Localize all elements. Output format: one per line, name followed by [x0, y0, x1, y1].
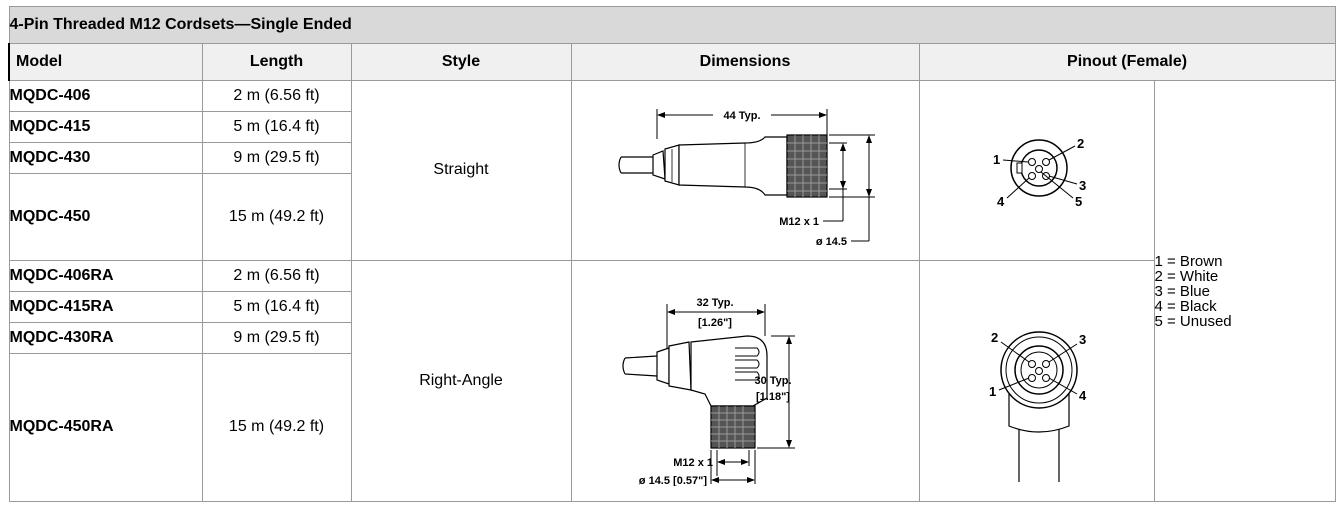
right-angle-pinout-face: 2 3 1 4 — [989, 330, 1087, 482]
wire-color-3: 3 = Blue — [1154, 282, 1210, 300]
ra-height-in-label: [1.18"] — [756, 391, 790, 403]
table-row: MQDC-406RA 2 m (6.56 ft) Right-Angle 32 … — [8, 259, 1335, 503]
header-dimensions: Dimensions — [570, 42, 920, 82]
table-row: MQDC-450 15 m (49.2 ft) — [8, 173, 1335, 261]
ra-pin-3-label: 3 — [1079, 332, 1086, 347]
right-angle-pinout-drawing: 2 3 1 4 — [918, 259, 1155, 503]
style-cell-straight: Straight — [350, 80, 572, 261]
straight-dimension-drawing: 44 Typ. — [570, 80, 920, 261]
style-cell-right-angle: Right-Angle — [350, 259, 572, 503]
length-cell: 2 m (6.56 ft) — [201, 259, 352, 292]
straight-pin-1-label: 1 — [993, 152, 1000, 167]
straight-pin-2-label: 2 — [1077, 136, 1084, 151]
straight-cordset-drawing: 44 Typ. — [618, 109, 875, 245]
header-pinout: Pinout (Female) — [918, 42, 1336, 82]
table-title: 4-Pin Threaded M12 Cordsets—Single Ended — [8, 6, 1336, 44]
model-cell: MQDC-415RA — [8, 290, 203, 323]
ra-pin-4-label: 4 — [1079, 388, 1087, 403]
length-cell: 5 m (16.4 ft) — [201, 290, 352, 323]
table-row: MQDC-415 5 m (16.4 ft) — [8, 111, 1335, 144]
table-row: MQDC-430RA 9 m (29.5 ft) — [8, 321, 1335, 354]
ra-thread-label: M12 x 1 — [673, 457, 713, 469]
straight-pin-3-label: 3 — [1079, 178, 1086, 193]
length-cell: 5 m (16.4 ft) — [201, 111, 352, 144]
table-row: MQDC-450RA 15 m (49.2 ft) — [8, 352, 1335, 503]
length-cell: 15 m (49.2 ft) — [201, 173, 352, 261]
straight-thread-label: M12 x 1 — [779, 216, 819, 228]
model-cell: MQDC-415 — [8, 111, 203, 144]
header-length: Length — [201, 42, 352, 82]
table-row: MQDC-430 9 m (29.5 ft) — [8, 142, 1335, 175]
table-row: MQDC-406 2 m (6.56 ft) Straight 44 Typ. — [8, 80, 1336, 502]
wire-color-2: 2 = White — [1154, 267, 1219, 285]
right-angle-dimension-drawing: 32 Typ. [1.26"] — [570, 259, 920, 503]
wire-color-1: 1 = Brown — [1154, 252, 1223, 270]
model-cell: MQDC-430 — [8, 142, 203, 175]
header-model: Model — [8, 42, 203, 82]
right-angle-cordset-drawing: 32 Typ. [1.26"] — [622, 297, 795, 486]
ra-height-label: 30 Typ. — [754, 375, 791, 387]
straight-pinout-drawing: 1 2 3 4 5 — [918, 80, 1155, 261]
straight-pin-4-label: 4 — [997, 194, 1005, 209]
length-cell: 2 m (6.56 ft) — [201, 80, 352, 113]
ra-length-in-label: [1.26"] — [698, 317, 732, 329]
ra-pin-2-label: 2 — [991, 330, 998, 345]
straight-pin-5-label: 5 — [1075, 194, 1082, 209]
model-cell: MQDC-430RA — [8, 321, 203, 354]
length-cell: 15 m (49.2 ft) — [201, 352, 352, 503]
wire-color-key: 1 = Brown 2 = White 3 = Blue 4 = Black 5… — [1153, 80, 1336, 502]
length-cell: 9 m (29.5 ft) — [201, 142, 352, 175]
ra-length-label: 32 Typ. — [696, 297, 733, 309]
model-cell: MQDC-450 — [8, 173, 203, 261]
table-row: MQDC-415RA 5 m (16.4 ft) — [8, 290, 1335, 323]
ra-pin-1-label: 1 — [989, 384, 996, 399]
wire-color-4: 4 = Black — [1154, 297, 1217, 315]
length-cell: 9 m (29.5 ft) — [201, 321, 352, 354]
wire-color-5: 5 = Unused — [1154, 312, 1232, 330]
ra-diameter-label: ø 14.5 [0.57"] — [639, 475, 708, 486]
cordset-table: 4-Pin Threaded M12 Cordsets—Single Ended… — [8, 6, 1336, 503]
model-cell: MQDC-406 — [8, 80, 203, 113]
straight-pinout-face: 1 2 3 4 5 — [993, 136, 1086, 209]
straight-length-label: 44 Typ. — [723, 110, 760, 122]
straight-diameter-label: ø 14.5 — [816, 236, 847, 245]
model-cell: MQDC-450RA — [8, 352, 203, 503]
model-cell: MQDC-406RA — [8, 259, 203, 292]
header-style: Style — [350, 42, 572, 82]
